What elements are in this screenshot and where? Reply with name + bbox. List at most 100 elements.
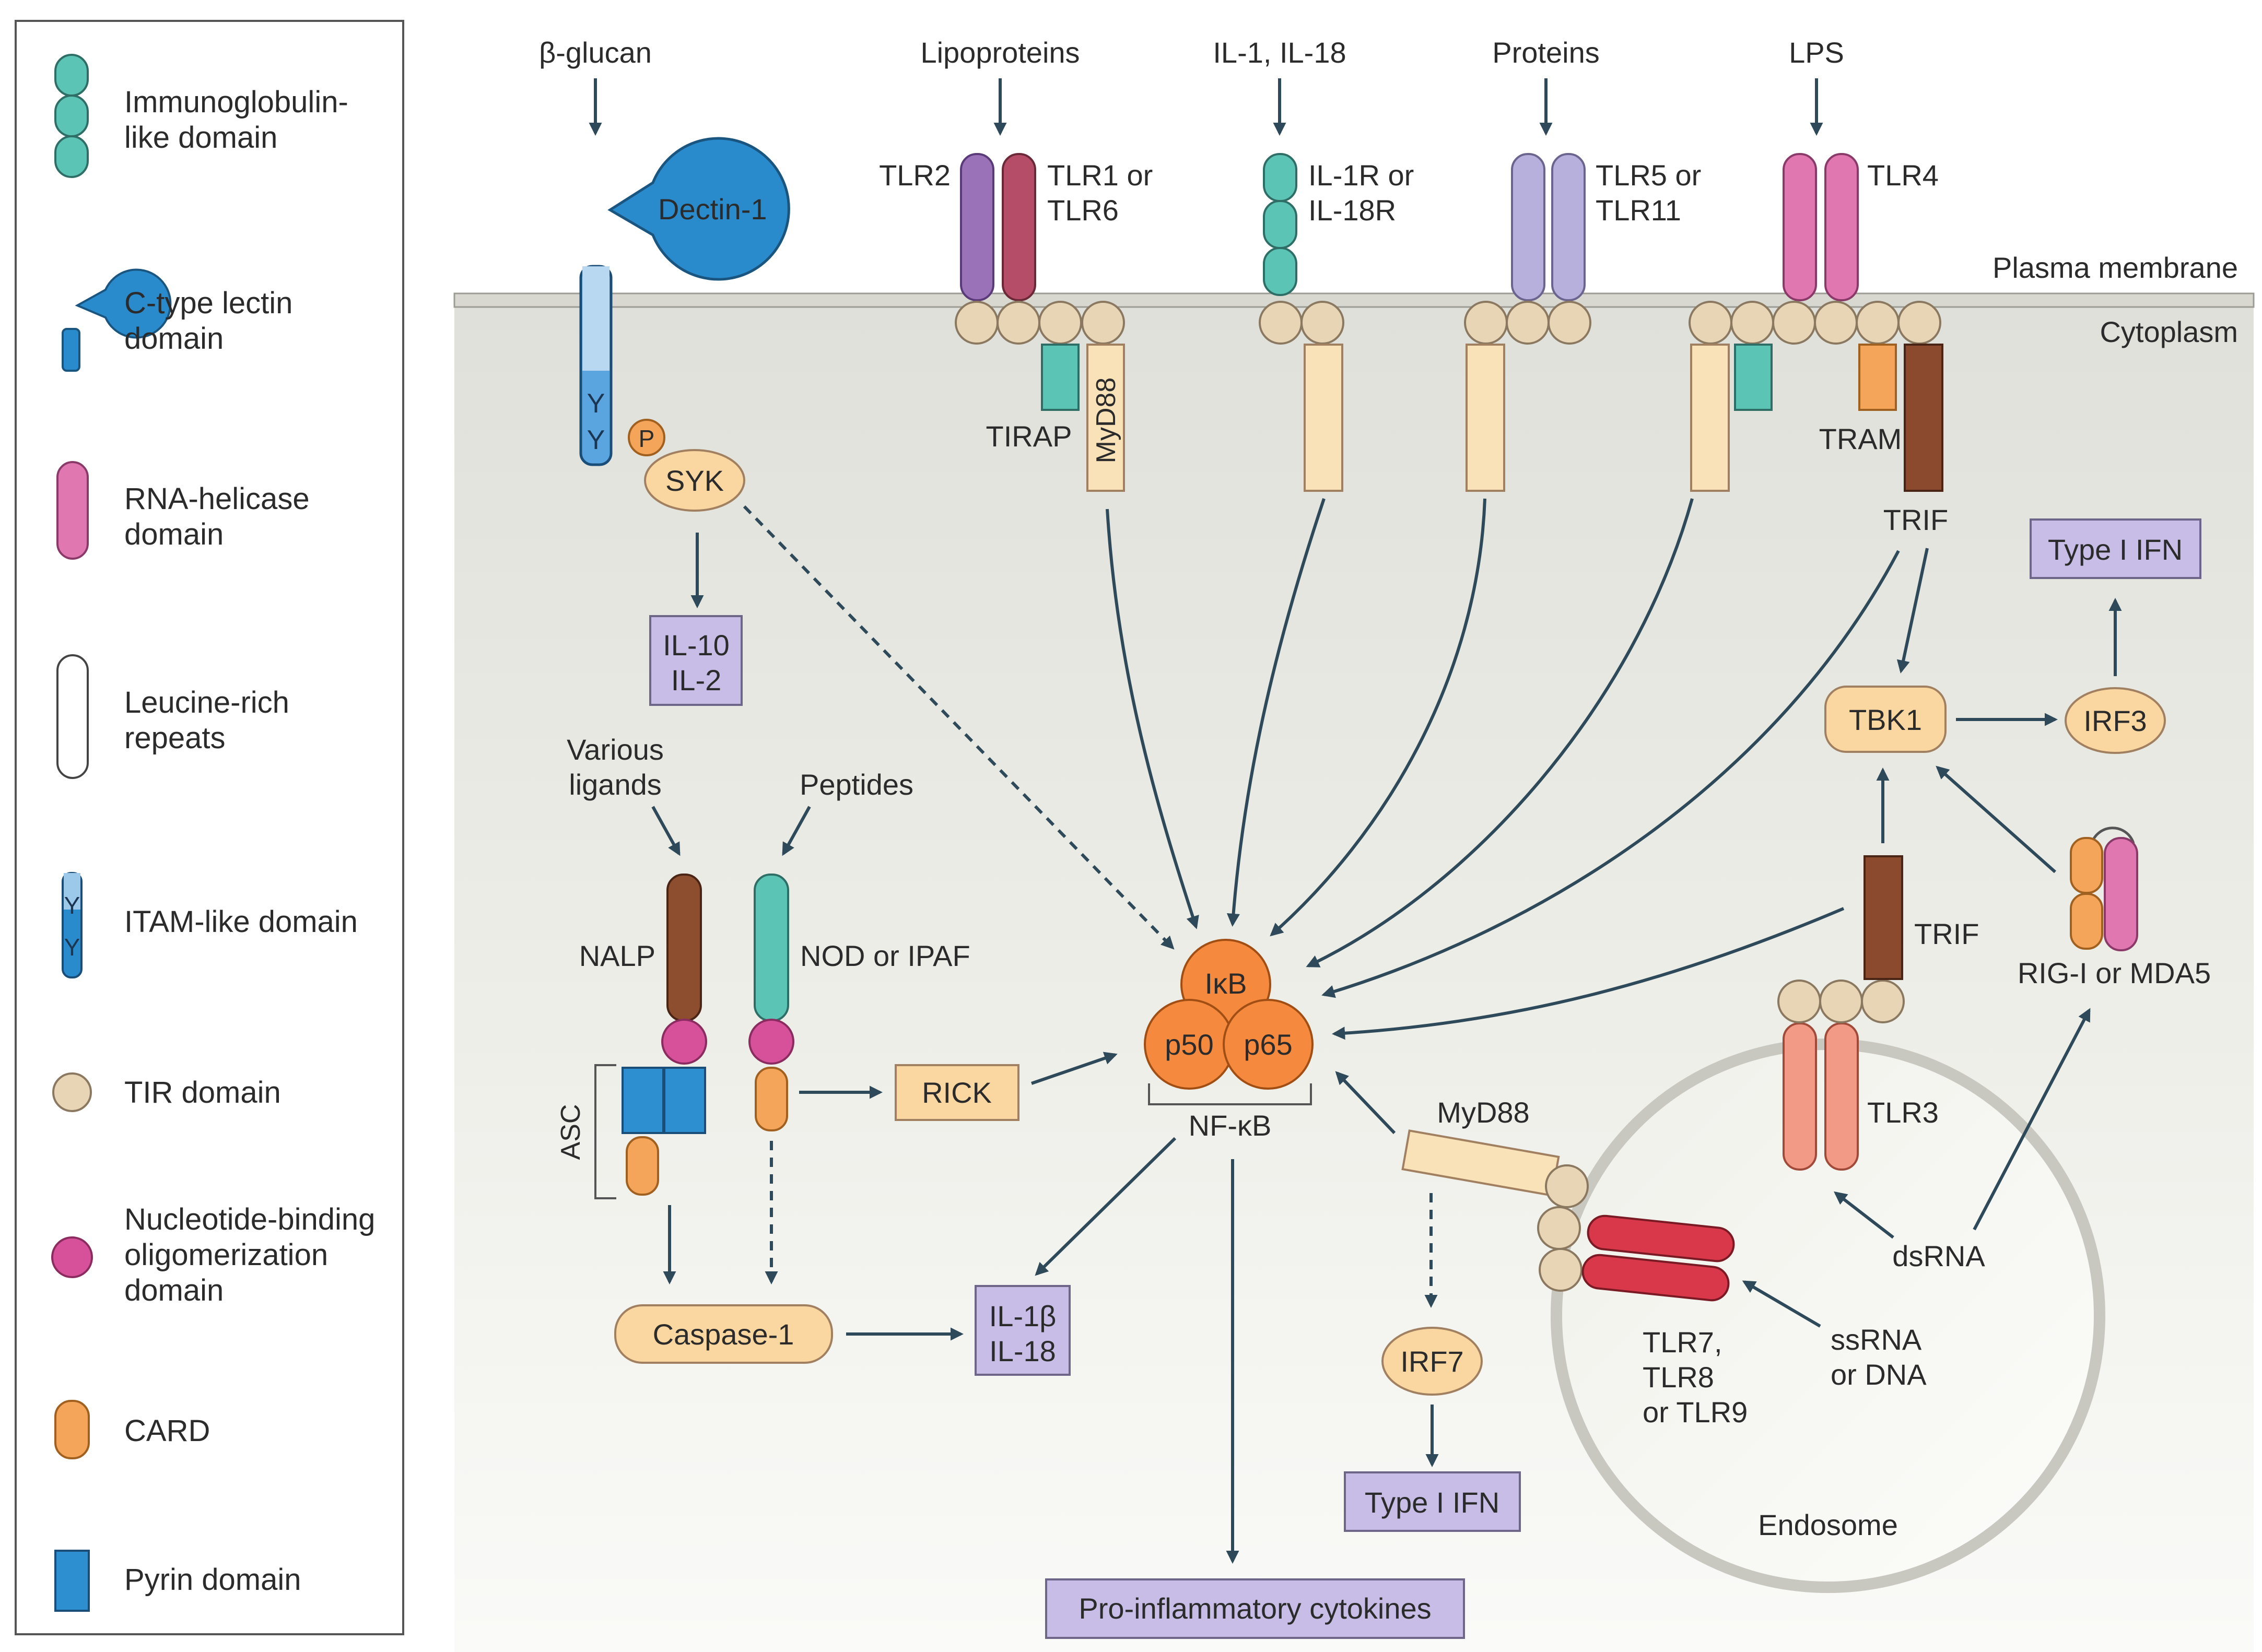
svg-text:IκB: IκB (1205, 967, 1247, 1000)
svg-text:TRIF: TRIF (1883, 503, 1948, 536)
dectin1-label: Dectin-1 (658, 193, 767, 226)
svg-text:P: P (639, 425, 655, 452)
tlr4-complex: TLR4 TRAM TRIF (1689, 153, 1948, 536)
arrow-rigi-tbk1 (1936, 765, 2056, 874)
output-proinflammatory (1045, 1578, 1465, 1639)
legend-tir-icon (52, 1072, 92, 1112)
arrow-nfkb-il1b (1035, 1137, 1177, 1276)
svg-text:TBK1: TBK1 (1849, 703, 1922, 736)
arrow-tlr4trif-nfkb (1321, 550, 1900, 998)
svg-text:NF-κB: NF-κB (1189, 1109, 1272, 1142)
dectin1-lectin-head (607, 137, 790, 281)
svg-text:Y: Y (587, 425, 605, 455)
output-type1-ifn-top (2030, 518, 2201, 579)
tlr3-complex: TRIF TLR3 (1777, 855, 1979, 1171)
legend-immunoglobulin-label: Immunoglobulin-like domain (124, 85, 348, 155)
ligand-beta-glucan: β-glucan (539, 36, 652, 69)
output-il1b-il18 (975, 1285, 1071, 1376)
svg-text:MyD88: MyD88 (1437, 1096, 1529, 1129)
caspase1 (614, 1304, 833, 1364)
legend-ctype-lectin-icon (62, 268, 172, 372)
endosome-label: Endosome (1758, 1508, 1898, 1541)
nfkb-complex: IκB p50 p65 NF-κB (1144, 939, 1314, 1142)
ligand-peptides: Peptides (800, 768, 913, 801)
svg-text:Caspase-1: Caspase-1 (653, 1318, 794, 1351)
svg-text:ASC: ASC (556, 1104, 586, 1160)
legend-itam-label: ITAM-like domain (124, 905, 358, 939)
arrow-dsrna-tlr3 (1834, 1191, 1894, 1239)
il1r-myd88 (1304, 344, 1343, 492)
tbk1 (1824, 686, 1947, 753)
svg-text:RIG-I or MDA5: RIG-I or MDA5 (2018, 957, 2211, 989)
arrow-dsrna-rigi (1973, 1008, 2091, 1231)
svg-text:IRF7: IRF7 (1400, 1345, 1463, 1378)
svg-text:Pro-inflammatory cytokines: Pro-inflammatory cytokines (1079, 1592, 1431, 1625)
arrow-tlr4myd88-nfkb (1306, 498, 1694, 967)
legend-card-label: CARD (124, 1414, 210, 1448)
legend-lrr-icon (56, 654, 89, 779)
plasma-membrane (453, 292, 2255, 308)
plasma-membrane-label: Plasma membrane (1993, 251, 2238, 284)
svg-text:TRAM: TRAM (1819, 422, 1902, 455)
syk (644, 449, 745, 512)
ligand-dsrna: dsRNA (1892, 1240, 1985, 1272)
arrow-il1r-nfkb (1226, 498, 1326, 927)
svg-text:RICK: RICK (922, 1076, 992, 1109)
legend-tir-label: TIR domain (124, 1076, 281, 1110)
svg-text:p65: p65 (1244, 1028, 1292, 1061)
legend-rna-helicase-icon (56, 461, 89, 560)
arrow-myd88endo-nfkb (1335, 1071, 1396, 1135)
ligand-lipoproteins: Lipoproteins (920, 36, 1080, 69)
tlr4-tirap (1734, 344, 1773, 411)
svg-text:MyD88: MyD88 (1091, 377, 1121, 464)
svg-text:Type I IFN: Type I IFN (1365, 1486, 1499, 1519)
rick (895, 1064, 1019, 1121)
tlr1-lrr (1002, 153, 1036, 301)
legend-nod-icon (51, 1236, 93, 1278)
arrow-rick-nfkb (1031, 1052, 1118, 1085)
svg-text:NALP: NALP (579, 939, 655, 972)
arrow-peptides-nod (782, 806, 811, 856)
svg-text:p50: p50 (1165, 1028, 1213, 1061)
output-il10-il2 (649, 615, 743, 706)
myd88-box (1086, 344, 1125, 492)
arrow-various-nalp (651, 806, 681, 856)
svg-text:TLR3: TLR3 (1867, 1096, 1939, 1129)
legend-frame (15, 20, 404, 1635)
ligand-lps: LPS (1789, 36, 1844, 69)
arrow-ssrna-tlr7 (1742, 1280, 1821, 1328)
cytoplasm-label: Cytoplasm (2100, 315, 2238, 348)
arrow-tlr5-nfkb (1270, 498, 1486, 937)
svg-text:TRIF: TRIF (1914, 917, 1979, 950)
svg-text:IRF3: IRF3 (2083, 704, 2147, 737)
svg-text:Y: Y (64, 934, 80, 961)
svg-text:Type I IFN: Type I IFN (2048, 533, 2183, 566)
tlr4-myd88 (1690, 344, 1730, 492)
svg-text:Y: Y (587, 388, 605, 419)
arrow-endotrif-nfkb (1331, 907, 1845, 1040)
tram-box (1858, 344, 1897, 411)
legend-itam-icon: Y Y (62, 872, 83, 978)
legend-immunoglobulin-icon (54, 54, 89, 178)
tirap-box (1041, 344, 1080, 411)
tlr2-lrr (960, 153, 994, 301)
ligand-proteins: Proteins (1492, 36, 1599, 69)
ligand-il1-il18: IL-1, IL-18 (1213, 36, 1346, 69)
legend-pyrin-label: Pyrin domain (124, 1563, 301, 1597)
irf3 (2065, 687, 2166, 754)
legend-pyrin-icon (54, 1550, 90, 1612)
nalp-asc: NALP ASC (556, 874, 707, 1199)
output-type1-ifn-bottom (1344, 1471, 1521, 1532)
endo-trif-box (1863, 855, 1903, 980)
